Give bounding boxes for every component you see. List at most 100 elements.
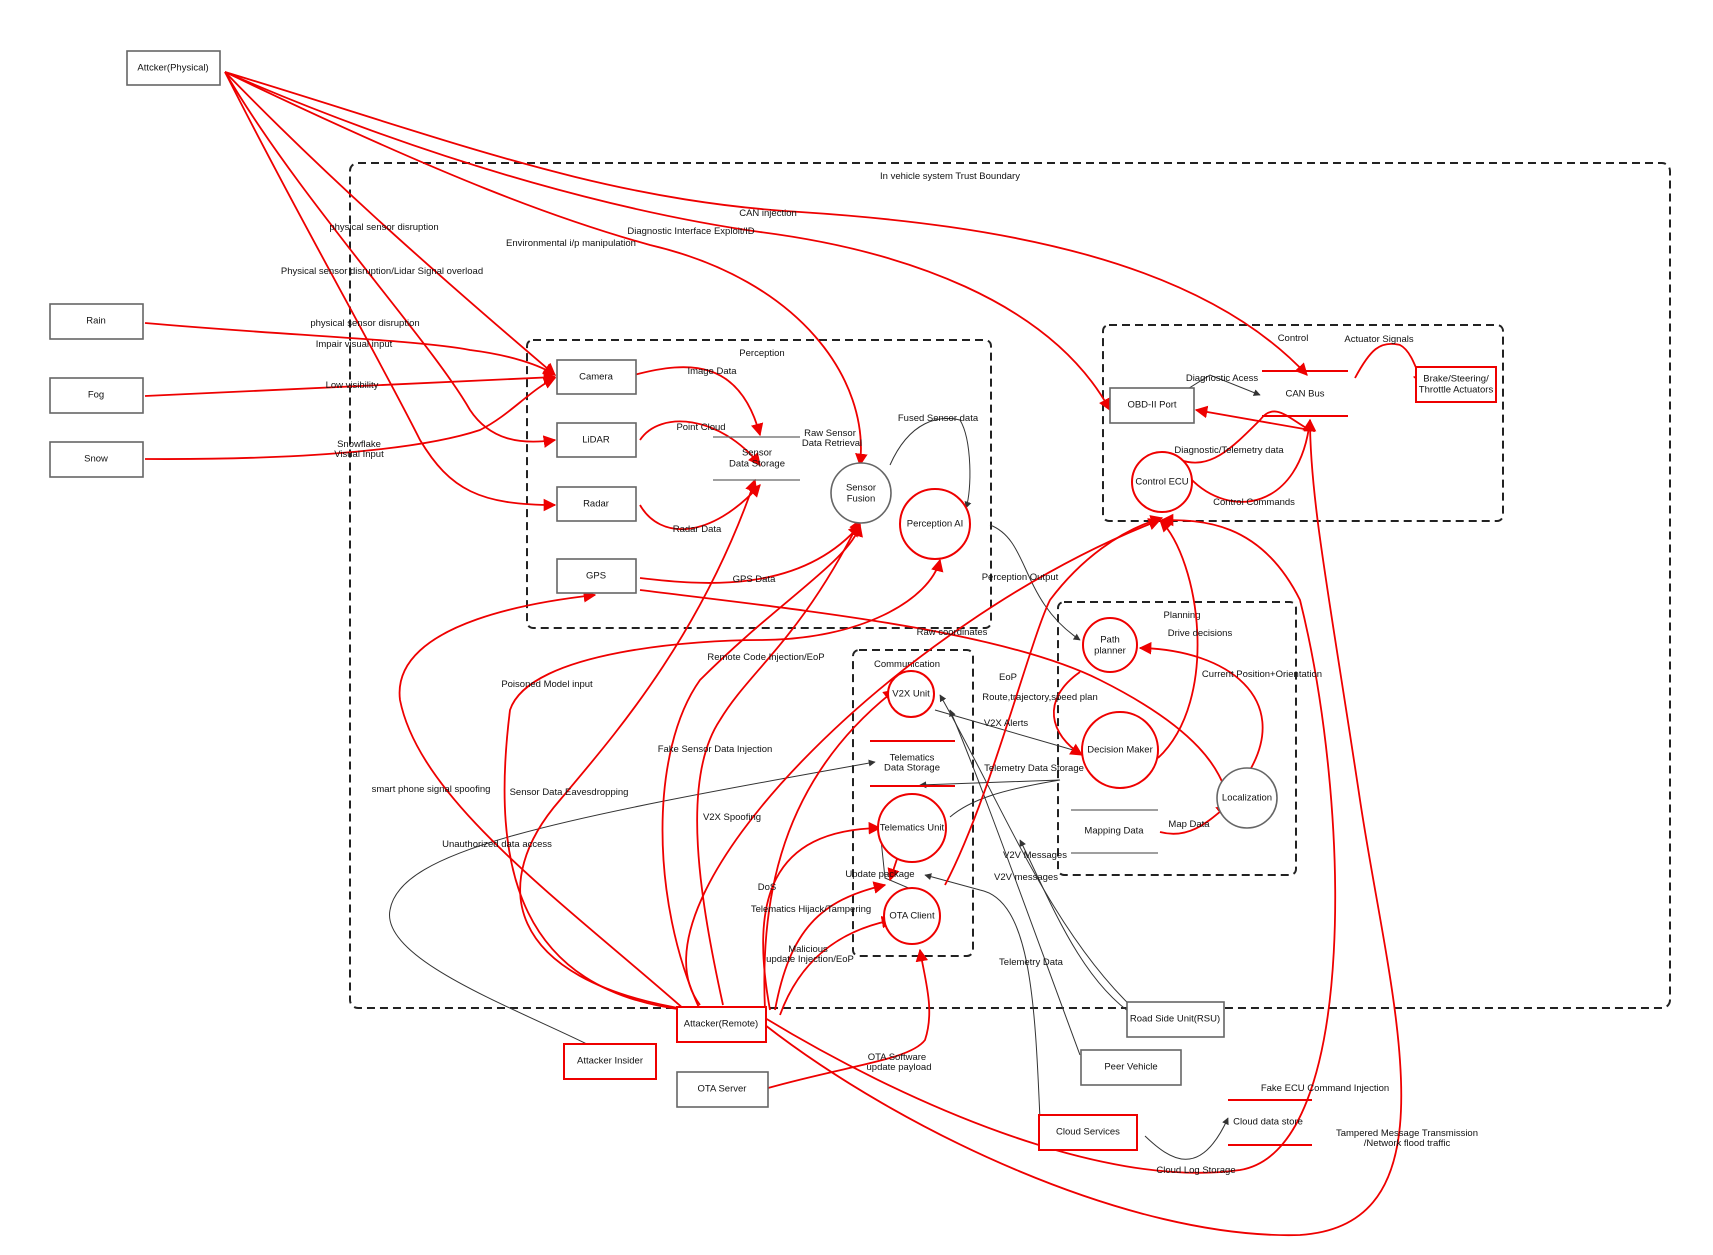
telematics-storage-label-2: Data Storage <box>884 763 940 774</box>
vehicle-trust-boundary <box>349 162 1671 1009</box>
flow-raw-coordinates <box>639 589 1231 800</box>
edge-label-diag-exploit: Diagnostic Interface Exploit/ID <box>627 226 754 237</box>
edge-label-malicious-update-2: update Injection/EoP <box>766 954 854 965</box>
flow-gps-data <box>639 524 861 584</box>
sensor-fusion-label-2: Fusion <box>847 494 876 505</box>
edge-label-telemetry-data: Telemetry Data <box>999 957 1064 968</box>
planning-boundary-label: Planning <box>1164 610 1201 621</box>
ota-client-label: OTA Client <box>889 911 935 922</box>
edge-label-image-data: Image Data <box>687 366 737 377</box>
edge-label-telemetry-storage: Telemetry Data Storage <box>984 763 1084 774</box>
edge-label-cloud-log: Cloud Log Storage <box>1156 1165 1235 1176</box>
edge-label-impair: Impair visual input <box>316 339 393 350</box>
edge-label-snowflake-1: Snowflake <box>337 439 381 450</box>
threat-ota-payload <box>767 948 931 1089</box>
flow-unauthorized-data-access <box>389 759 876 1049</box>
edge-label-raw-coords: Raw coordinates <box>917 627 988 638</box>
edge-label-env-manip: Environmental i/p manipulation <box>506 238 636 249</box>
threat-diag-exploit <box>224 71 1111 412</box>
edge-label-gps-data: GPS Data <box>733 574 776 585</box>
flow-control-commands <box>1189 418 1316 503</box>
fog-node <box>49 377 144 414</box>
threat-fake-ecu <box>764 513 1337 1174</box>
camera-label: Camera <box>579 372 614 383</box>
edge-label-raw-retrieval-2: Data Retrieval <box>802 438 862 449</box>
sensor-fusion-node <box>830 462 892 524</box>
threat-eop-from-remote <box>685 518 1162 1006</box>
edge-label-v2x-spoof: V2X Spoofing <box>703 812 761 823</box>
rsu-label: Road Side Unit(RSU) <box>1130 1014 1220 1025</box>
flow-radar-data <box>639 484 761 531</box>
edge-label-telematics-hijack: Telematics Hijack/Tampering <box>751 904 871 915</box>
edge-label-v2v-2: V2V messages <box>994 872 1058 883</box>
edge-label-smartphone: smart phone signal spoofing <box>372 784 491 795</box>
attacker-insider-label: Attacker Insider <box>577 1056 643 1067</box>
edge-label-tampered-1: Tampered Message Transmission <box>1336 1128 1478 1139</box>
perception-ai-label: Perception AI <box>907 519 964 530</box>
perception-boundary-label: Perception <box>739 348 784 359</box>
snow-node <box>49 441 144 478</box>
flow-diag-telemetry <box>1179 405 1311 464</box>
threat-phys-disrupt-camera <box>224 71 556 376</box>
edge-label-fake-ecu: Fake ECU Command Injection <box>1261 1083 1389 1094</box>
edge-label-diag-access: Diagnostic Acess <box>1186 373 1259 384</box>
sensor-storage-label-1: Sensor <box>742 448 772 459</box>
edge-label-control-commands: Control Commands <box>1213 497 1295 508</box>
edge-label-dos: DoS <box>758 882 776 893</box>
threat-impair-visual <box>144 322 557 376</box>
decision-maker-node <box>1081 711 1159 789</box>
attacker-physical-label: Attcker(Physical) <box>137 63 208 74</box>
control-ecu-label: Control ECU <box>1135 477 1188 488</box>
threat-smartphone-spoof <box>399 589 686 1011</box>
mapping-data-label: Mapping Data <box>1084 826 1144 837</box>
actuators-label-1: Brake/Steering/ <box>1423 374 1489 385</box>
edge-label-fused: Fused Sensor data <box>898 413 979 424</box>
edge-label-radar-data: Radar Data <box>673 524 722 535</box>
threat-phys-radar <box>224 71 557 512</box>
ota-server-node <box>676 1071 769 1108</box>
path-planner-label-2: planner <box>1094 646 1126 657</box>
threat-tampered-message <box>764 418 1403 1236</box>
radar-label: Radar <box>583 499 609 510</box>
edge-label-low-visibility: Low visibility <box>326 380 379 391</box>
sensor-fusion-label-1: Sensor <box>846 483 876 494</box>
threat-malicious-update <box>779 915 895 1016</box>
edge-label-current-pos: Current Position+Orientation <box>1202 669 1322 680</box>
decision-maker-label: Decision Maker <box>1087 745 1152 756</box>
edge-label-phys-disrupt-2: physical sensor disruption <box>310 318 419 329</box>
threat-env-manip <box>224 71 868 467</box>
edge-label-v2v-1: V2V Messages <box>1003 850 1067 861</box>
threat-telematics-hijack <box>774 881 887 1011</box>
threat-snowflake <box>144 377 557 460</box>
edge-label-fake-sensor: Fake Sensor Data Injection <box>658 744 773 755</box>
telematics-unit-node <box>877 793 947 863</box>
edge-label-perception-output: Perception Output <box>982 572 1059 583</box>
edge-label-update-package: Update package <box>845 869 914 880</box>
communication-boundary-label: Communication <box>874 659 940 670</box>
edge-label-phys-lidar: Physical sensor disruption/Lidar Signal … <box>281 266 483 277</box>
edge-label-unauth: Unauthorized data access <box>442 839 552 850</box>
cloud-store-label: Cloud data store <box>1233 1117 1303 1128</box>
obd-port-label: OBD-II Port <box>1127 400 1176 411</box>
edge-label-remote-code: Remote Code Injection/EoP <box>707 652 824 663</box>
lidar-label: LiDAR <box>582 435 610 446</box>
sensor-storage-label-2: Data Storage <box>729 459 785 470</box>
edge-label-diag-telemetry: Diagnostic/Telemetry data <box>1174 445 1284 456</box>
threat-fake-sensor <box>661 523 863 1011</box>
flow-drive-decisions <box>1157 519 1199 759</box>
flow-telemetry-data-storage <box>919 779 1061 818</box>
threat-low-visibility <box>144 371 557 397</box>
snow-label: Snow <box>84 454 108 465</box>
edge-label-malicious-update-1: Malicious <box>788 944 828 955</box>
vehicle-boundary-label: In vehicle system Trust Boundary <box>880 171 1020 182</box>
attacker-physical-node <box>126 50 221 86</box>
flow-telemetry-cloud <box>924 873 1041 1121</box>
edge-label-actuator-signals: Actuator Signals <box>1344 334 1413 345</box>
edge-label-snowflake-2: Visual Input <box>334 449 384 460</box>
edge-label-phys-disrupt-1: physical sensor disruption <box>329 222 438 233</box>
flow-actuator-signals <box>1354 342 1425 387</box>
rain-label: Rain <box>86 316 106 327</box>
flow-v2x-alerts <box>934 709 1081 754</box>
telematics-storage-label-1: Telematics <box>890 753 935 764</box>
